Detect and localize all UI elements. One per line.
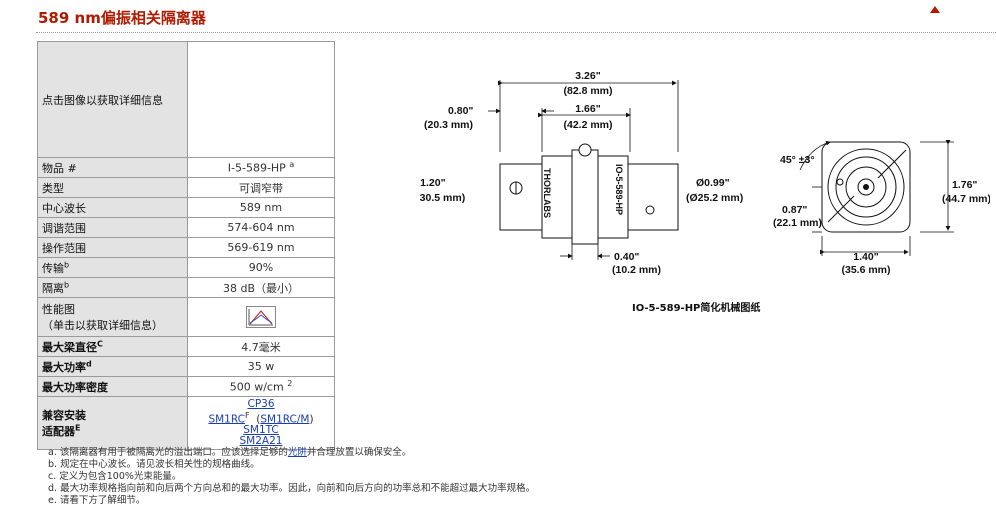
dim-140: 1.40" bbox=[853, 251, 878, 263]
row-label-tuning-range: 调谐范围 bbox=[37, 217, 188, 238]
row-value-max-power: 35 w bbox=[187, 356, 335, 377]
row-label-transmission: 传输b bbox=[37, 257, 188, 278]
row-label-adapters: 兼容安装 适配器E bbox=[37, 396, 188, 450]
body-part-number: IO-5-589-HP bbox=[614, 164, 624, 215]
body-brand: THORLABS bbox=[542, 168, 552, 218]
dim-080-mm: (20.3 mm) bbox=[424, 119, 473, 131]
row-value-adapters: CP36 SM1RCF (SM1RC/M) SM1TC SM2A21 bbox=[187, 396, 335, 450]
row-label-max-power: 最大功率d bbox=[37, 356, 188, 377]
link-sm2a21[interactable]: SM2A21 bbox=[239, 435, 283, 448]
dim-dia-120: Ø1.20" bbox=[420, 177, 446, 189]
page-title: 589 nm偏振相关隔离器 bbox=[38, 9, 206, 27]
row-label-center-wavelength: 中心波长 bbox=[37, 197, 188, 218]
row-value-max-power-density: 500 w/cm 2 bbox=[187, 376, 335, 397]
dim-040-mm: (10.2 mm) bbox=[612, 264, 661, 276]
link-cp36[interactable]: CP36 bbox=[247, 397, 275, 410]
dim-040: 0.40" bbox=[614, 251, 639, 263]
footnote-c: c. 定义为包含100%光束能量。 bbox=[48, 471, 182, 482]
dim-166-mm: (42.2 mm) bbox=[563, 119, 612, 131]
drawing-caption: IO-5-589-HP简化机械图纸 bbox=[632, 303, 761, 314]
dim-length: 3.26" bbox=[575, 70, 600, 82]
spec-table: 点击图像以获取详细信息 物品 # I-5-589-HP a 类型 可调窄带 中心… bbox=[37, 41, 335, 450]
dim-166: 1.66" bbox=[575, 103, 600, 115]
dim-dia-099-mm: (Ø25.2 mm) bbox=[686, 192, 743, 204]
performance-graph-icon[interactable] bbox=[246, 306, 276, 328]
row-value-item: I-5-589-HP a bbox=[187, 157, 335, 178]
link-light-trap[interactable]: 光阱 bbox=[287, 447, 307, 458]
footnotes: a. 该隔离器有用于被隔离光的溢出端口。应该选择足够的光阱并合理放置以确保安全。… bbox=[48, 447, 535, 507]
dim-080: 0.80" bbox=[448, 105, 473, 117]
link-sm1rc[interactable]: SM1RC bbox=[208, 413, 245, 426]
dim-176: 1.76" bbox=[952, 179, 977, 191]
row-label-performance: 性能图 （单击以获取详细信息） bbox=[37, 297, 188, 337]
footnote-e: e. 请看下方了解细节。 bbox=[48, 495, 146, 506]
row-value-tuning-range: 574-604 nm bbox=[187, 217, 335, 238]
link-sm1tc[interactable]: SM1TC bbox=[243, 424, 279, 437]
row-label-type: 类型 bbox=[37, 177, 188, 198]
footnote-a: a. 该隔离器有用于被隔离光的溢出端口。应该选择足够的光阱并合理放置以确保安全。 bbox=[48, 447, 412, 458]
dim-dia-120-mm: (Ø30.5 mm) bbox=[420, 192, 465, 204]
row-label-item: 物品 # bbox=[37, 157, 188, 178]
link-sm1rc-m[interactable]: SM1RC/M bbox=[260, 413, 310, 426]
row-value-max-beam: 4.7毫米 bbox=[187, 336, 335, 357]
row-value-center-wavelength: 589 nm bbox=[187, 197, 335, 218]
row-value-transmission: 90% bbox=[187, 257, 335, 278]
footnote-b: b. 规定在中心波长。请见波长相关性的规格曲线。 bbox=[48, 459, 260, 470]
row-value-isolation: 38 dB（最小） bbox=[187, 277, 335, 298]
row-label-max-power-density: 最大功率密度 bbox=[37, 376, 188, 397]
image-row-label: 点击图像以获取详细信息 bbox=[37, 41, 188, 158]
dim-087: 0.87" bbox=[782, 204, 807, 216]
row-value-performance bbox=[187, 297, 335, 337]
dim-176-mm: (44.7 mm) bbox=[942, 193, 990, 205]
footnote-d: d. 最大功率规格指向前和向后两个方向总和的最大功率。因此，向前和向后方向的功率… bbox=[48, 483, 536, 494]
row-label-max-beam: 最大梁直径C bbox=[37, 336, 188, 357]
mechanical-drawing: 3.26" (82.8 mm) 0.80" (20.3 mm) 1.66" (4… bbox=[420, 70, 990, 276]
dim-dia-099: Ø0.99" bbox=[696, 177, 730, 189]
title-divider bbox=[36, 32, 996, 33]
row-value-operating-range: 569-619 nm bbox=[187, 237, 335, 258]
dim-angle: 45° ±3° bbox=[780, 154, 815, 166]
dim-length-mm: (82.8 mm) bbox=[563, 85, 612, 97]
back-to-top-icon[interactable] bbox=[930, 6, 940, 13]
dim-140-mm: (35.6 mm) bbox=[841, 264, 890, 276]
dim-087-mm: (22.1 mm) bbox=[773, 217, 822, 229]
row-value-type: 可调窄带 bbox=[187, 177, 335, 198]
photo-cell bbox=[187, 41, 335, 158]
row-label-isolation: 隔离b bbox=[37, 277, 188, 298]
row-label-operating-range: 操作范围 bbox=[37, 237, 188, 258]
